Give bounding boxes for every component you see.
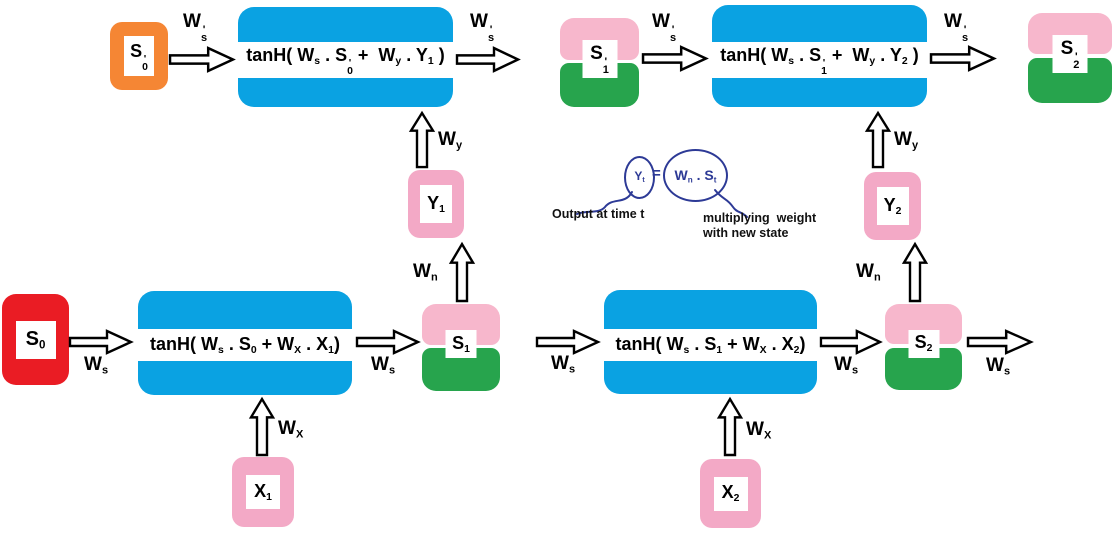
- label-wx-2: WX: [746, 419, 772, 442]
- y1-text: Y1: [427, 192, 445, 215]
- label-wy-1: Wy: [438, 129, 463, 152]
- ws-arrow-4: [819, 329, 883, 355]
- label-ws-prime-1: W's: [183, 11, 208, 44]
- y2-text: Y2: [883, 194, 902, 217]
- tanh-bottom-2-equation: tanH( Ws . S1 + WX . X2): [615, 333, 806, 356]
- wn-arrow-2: [901, 241, 929, 303]
- ws-arrow-5: [966, 329, 1034, 355]
- node-s0-prime-label: S'0: [124, 36, 154, 76]
- x1-text: X1: [254, 480, 272, 503]
- tanh-top-1-equation: tanH( Ws . S'0 + Wy . Y1 ): [246, 44, 445, 77]
- s1-prime-text: S'1: [590, 42, 609, 76]
- label-wx-1: WX: [278, 418, 304, 441]
- label-wn-1: Wn: [413, 261, 438, 284]
- s0-text: S0: [25, 327, 46, 352]
- ws-prime-arrow-3: [641, 45, 709, 72]
- label-ws-5: Ws: [986, 355, 1011, 378]
- tanh-bottom-2-band: tanH( Ws . S1 + WX . X2): [604, 329, 817, 361]
- node-s0-label: S0: [15, 320, 56, 359]
- s0-prime-text: S'0: [130, 40, 148, 73]
- tanh-bottom-1-equation: tanH( Ws . S0 + WX . X1): [150, 333, 340, 356]
- tanh-bottom-1-band: tanH( Ws . S0 + WX . X1): [138, 329, 352, 361]
- state-s1: S1: [422, 304, 500, 391]
- s2-text: S2: [914, 332, 933, 355]
- label-ws-prime-4: W's: [944, 11, 969, 44]
- node-s0-prime: S'0: [110, 22, 168, 90]
- annotation-output-note: Output at time t: [552, 207, 645, 221]
- annotation-weight-note-line1: multiplying weight: [703, 211, 817, 225]
- s1-text: S1: [452, 332, 470, 355]
- state-s1-prime: S'1: [560, 18, 639, 107]
- tanh-box-bottom-2: tanH( Ws . S1 + WX . X2): [604, 290, 817, 394]
- input-x2-label: X2: [713, 476, 748, 511]
- s2-prime-text: S'2: [1060, 38, 1080, 72]
- wy-arrow-1: [408, 110, 436, 169]
- tanh-top-1-band: tanH( Ws . S'0 + Wy . Y1 ): [238, 42, 453, 78]
- annotation-yt-circle: Yt: [624, 156, 655, 199]
- label-ws-4: Ws: [834, 354, 859, 377]
- state-s2-prime-label: S'2: [1052, 35, 1088, 74]
- ws-arrow-2: [355, 329, 421, 355]
- label-wy-2: Wy: [894, 129, 919, 152]
- ws-prime-arrow-1: [168, 46, 236, 73]
- state-s2-prime: S'2: [1028, 13, 1112, 103]
- wx-arrow-1: [248, 396, 276, 457]
- annotation-wnst-text: Wn . St: [674, 166, 717, 185]
- label-ws-prime-3: W's: [652, 11, 677, 44]
- tanh-box-top-1: tanH( Ws . S'0 + Wy . Y1 ): [238, 7, 453, 107]
- ws-arrow-3: [535, 329, 601, 355]
- node-s0: S0: [2, 294, 69, 385]
- annotation-yt-text: Yt: [634, 169, 645, 185]
- state-s2: S2: [885, 304, 962, 390]
- tanh-top-2-equation: tanH( Ws . S'1 + Wy . Y2 ): [720, 44, 919, 77]
- input-x1: X1: [232, 457, 294, 527]
- label-ws-prime-2: W's: [470, 11, 495, 44]
- ws-prime-arrow-2: [455, 46, 521, 73]
- label-wn-2: Wn: [856, 261, 881, 284]
- tanh-box-top-2: tanH( Ws . S'1 + Wy . Y2 ): [712, 5, 927, 107]
- label-ws-3: Ws: [551, 353, 576, 376]
- output-y1-label: Y1: [420, 185, 452, 223]
- state-s2-label: S2: [908, 329, 939, 358]
- annotation-formula-ellipse: Wn . St: [663, 149, 728, 202]
- output-y2: Y2: [864, 172, 921, 240]
- tanh-box-bottom-1: tanH( Ws . S0 + WX . X1): [138, 291, 352, 395]
- ws-arrow-1: [68, 329, 134, 355]
- input-x1-label: X1: [246, 475, 280, 509]
- label-ws-2: Ws: [371, 354, 396, 377]
- ws-prime-arrow-4: [929, 45, 997, 72]
- tanh-top-2-band: tanH( Ws . S'1 + Wy . Y2 ): [712, 42, 927, 78]
- state-s1-label: S1: [445, 330, 477, 359]
- label-ws-1: Ws: [84, 354, 109, 377]
- wx-arrow-2: [716, 396, 744, 457]
- annotation-connector-curves: [576, 189, 748, 218]
- wn-arrow-1: [448, 241, 476, 303]
- state-s1-prime-label: S'1: [582, 39, 617, 78]
- output-y2-label: Y2: [876, 187, 909, 225]
- input-x2: X2: [700, 459, 761, 528]
- output-y1: Y1: [408, 170, 464, 238]
- annotation-weight-note-line2: with new state: [703, 226, 789, 240]
- wy-arrow-2: [864, 110, 892, 169]
- x2-text: X2: [721, 482, 740, 505]
- annotation-equals: =: [652, 165, 661, 182]
